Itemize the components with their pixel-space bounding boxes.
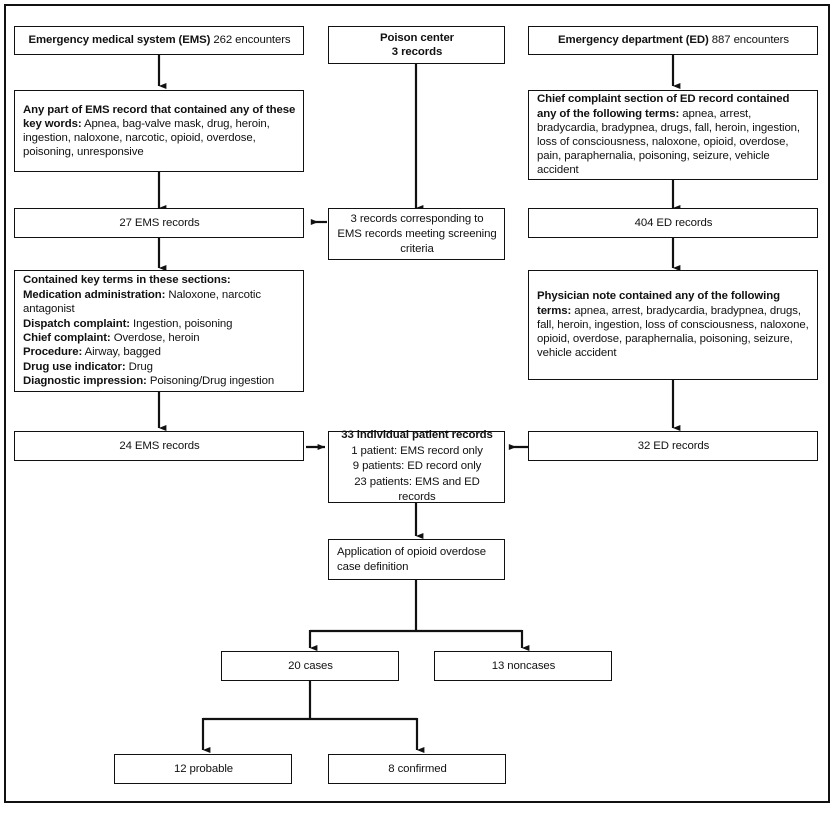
node-ems-source[interactable]: Emergency medical system (EMS) 262 encou…	[14, 26, 304, 55]
noncases-13-label: 13 noncases	[491, 659, 556, 672]
ems-keywords-text: Any part of EMS record that contained an…	[23, 103, 296, 160]
ems-key-terms-row-2: Chief complaint: Overdose, heroin	[23, 331, 200, 345]
ed-source-rest: 887 encounters	[708, 34, 789, 47]
ems-row1-label: Dispatch complaint:	[23, 317, 130, 330]
case-definition-label: Application of opioid overdose case defi…	[337, 546, 486, 573]
node-ed-source[interactable]: Emergency department (ED) 887 encounters	[528, 26, 818, 55]
node-ems-27-records[interactable]: 27 EMS records	[14, 208, 304, 238]
ems-row1-value: Ingestion, poisoning	[129, 317, 233, 330]
ems-key-terms-row-3: Procedure: Airway, bagged	[23, 345, 161, 359]
ems-27-label: 27 EMS records	[119, 216, 200, 229]
figure-border	[4, 4, 830, 803]
node-case-definition[interactable]: Application of opioid overdose case defi…	[328, 539, 505, 580]
poison-center-line1: Poison center	[379, 31, 455, 44]
node-8-confirmed[interactable]: 8 confirmed	[328, 754, 506, 784]
ed-physician-note-text: Physician note contained any of the foll…	[537, 289, 810, 360]
ems-row5-value: Poisoning/Drug ingestion	[146, 375, 275, 388]
ems-row0-value: Naloxone, narcotic antagonist	[23, 288, 261, 316]
confirmed-8-label: 8 confirmed	[388, 762, 447, 775]
cases-20-label: 20 cases	[288, 659, 333, 672]
ems-row4-label: Drug use indicator:	[23, 360, 126, 373]
ems-row4-value: Drug	[125, 360, 153, 373]
probable-12-label: 12 probable	[173, 762, 234, 775]
ems-key-terms-heading: Contained key terms in these sections:	[23, 273, 231, 287]
ed-physician-bold: Physician note contained any of the foll…	[537, 290, 780, 317]
ems-key-terms-heading-text: Contained key terms in these sections:	[23, 274, 231, 287]
combined-33-line-2: 23 patients: EMS and ED records	[354, 475, 480, 504]
ems-key-terms-row-1: Dispatch complaint: Ingestion, poisoning	[23, 317, 232, 331]
ems-source-rest: 262 encounters	[210, 34, 291, 47]
ems-row2-label: Chief complaint:	[23, 332, 111, 344]
ems-row2-value: Overdose, heroin	[110, 332, 200, 344]
poison-center-line2: 3 records	[391, 46, 443, 58]
ed-chief-complaint-text: Chief complaint section of ED record con…	[537, 92, 810, 177]
ed-chief-rest: apnea, arrest, bradycardia, bradypnea, d…	[537, 107, 800, 177]
ems-keywords-rest: Apnea, bag-valve mask, drug, heroin, ing…	[23, 117, 270, 159]
poison-3-matching-label: 3 records corresponding to EMS records m…	[337, 212, 497, 255]
ems-row3-value: Airway, bagged	[82, 346, 161, 359]
ems-key-terms-row-0: Medication administration: Naloxone, nar…	[23, 288, 296, 317]
combined-33-line-0: 1 patient: EMS record only	[351, 444, 483, 457]
node-ems-keywords[interactable]: Any part of EMS record that contained an…	[14, 90, 304, 172]
ems-source-bold: Emergency medical system (EMS)	[28, 34, 211, 47]
node-poison-center[interactable]: Poison center 3 records	[328, 26, 505, 64]
node-13-noncases[interactable]: 13 noncases	[434, 651, 612, 681]
node-ems-key-terms[interactable]: Contained key terms in these sections: M…	[14, 270, 304, 392]
ed-source-text: Emergency department (ED) 887 encounters	[558, 33, 789, 47]
combined-33-heading-text: 33 individual patient records	[341, 429, 493, 442]
ems-source-text: Emergency medical system (EMS) 262 encou…	[28, 33, 290, 47]
node-ed-32-records[interactable]: 32 ED records	[528, 431, 818, 461]
ems-row0-label: Medication administration:	[23, 288, 166, 301]
combined-33-heading: 33 individual patient records	[341, 428, 493, 443]
ems-keywords-bold: Any part of EMS record that contained an…	[23, 103, 296, 130]
node-ed-physician-note[interactable]: Physician note contained any of the foll…	[528, 270, 818, 380]
ed-physician-rest: apnea, arrest, bradycardia, bradypnea, d…	[537, 304, 809, 360]
node-ed-chief-complaint[interactable]: Chief complaint section of ED record con…	[528, 90, 818, 180]
ed-404-label: 404 ED records	[634, 216, 713, 229]
node-12-probable[interactable]: 12 probable	[114, 754, 292, 784]
node-ed-404-records[interactable]: 404 ED records	[528, 208, 818, 238]
ems-24-label: 24 EMS records	[119, 439, 200, 452]
node-combined-33-records[interactable]: 33 individual patient records 1 patient:…	[328, 428, 505, 504]
ems-row3-label: Procedure:	[23, 346, 83, 359]
node-poison-3-matching[interactable]: 3 records corresponding to EMS records m…	[328, 208, 505, 260]
ed-chief-bold: Chief complaint section of ED record con…	[537, 93, 790, 120]
ems-key-terms-row-4: Drug use indicator: Drug	[23, 360, 153, 374]
ed-source-bold: Emergency department (ED)	[558, 34, 709, 47]
ems-key-terms-row-5: Diagnostic impression: Poisoning/Drug in…	[23, 374, 274, 388]
combined-33-line-1: 9 patients: ED record only	[352, 460, 482, 473]
ems-row5-label: Diagnostic impression:	[23, 375, 147, 388]
ed-32-label: 32 ED records	[637, 439, 710, 452]
node-ems-24-records[interactable]: 24 EMS records	[14, 431, 304, 461]
node-20-cases[interactable]: 20 cases	[221, 651, 399, 681]
